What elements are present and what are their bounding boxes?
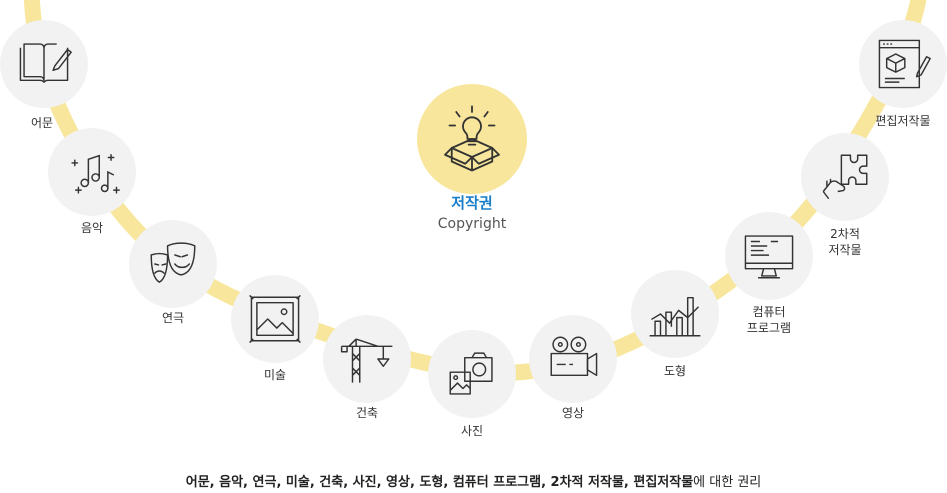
camera-photo-icon [449, 352, 493, 395]
crane-icon [340, 338, 393, 383]
theater-masks-icon [150, 242, 196, 283]
node-film [529, 315, 617, 403]
lightbulb-box-icon [444, 105, 500, 172]
label-derivative: 2차적 저작물 [828, 227, 862, 257]
center-subtitle: Copyright [437, 216, 507, 232]
caption: 어문, 음악, 연극, 미술, 건축, 사진, 영상, 도형, 컴퓨터 프로그램… [0, 471, 947, 490]
label-photo: 사진 [460, 424, 484, 438]
puzzle-hand-icon [822, 154, 868, 200]
label-film: 영상 [561, 406, 585, 420]
label-theater: 연극 [161, 311, 185, 325]
label-art: 미술 [263, 368, 287, 382]
node-architecture [323, 315, 411, 403]
node-art [231, 275, 319, 363]
caption-rest: 에 대한 권리 [693, 475, 762, 490]
node-photo [428, 330, 516, 418]
book-pen-icon [19, 43, 72, 83]
node-music [48, 128, 136, 216]
label-literary: 어문 [30, 116, 54, 130]
copyright-center-icon [417, 84, 527, 194]
label-program: 컴퓨터 프로그램 [746, 305, 792, 335]
framed-painting-icon [249, 294, 301, 344]
node-theater [129, 220, 217, 308]
node-program [725, 212, 813, 300]
center-title: 저작권 [451, 194, 493, 212]
document-box-pen-icon [878, 39, 931, 89]
label-architecture: 건축 [355, 406, 379, 420]
node-literary [0, 20, 88, 108]
node-derivative [801, 133, 889, 221]
monitor-code-icon [744, 235, 794, 279]
film-camera-icon [550, 336, 598, 377]
caption-bold: 어문, 음악, 연극, 미술, 건축, 사진, 영상, 도형, 컴퓨터 프로그램… [185, 475, 694, 490]
graph-chart-icon [649, 296, 701, 337]
label-diagram: 도형 [663, 364, 687, 378]
label-music: 음악 [80, 221, 104, 235]
node-diagram [631, 270, 719, 358]
music-notes-icon [71, 154, 120, 194]
label-compilation: 편집저작물 [875, 114, 931, 128]
node-compilation [859, 20, 947, 108]
